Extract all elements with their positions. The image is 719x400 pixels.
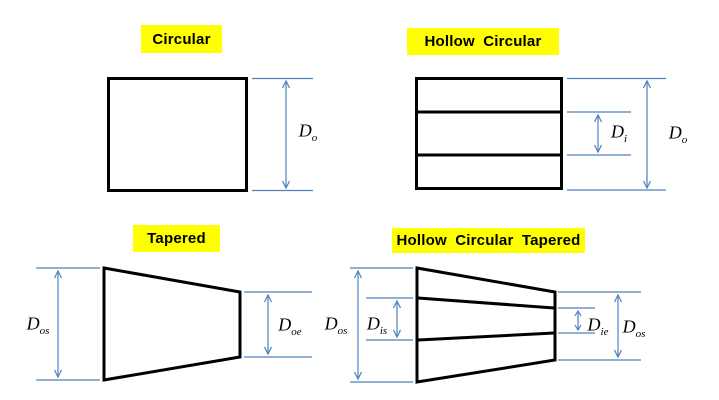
hollow-tapered-end-inner-dimension (558, 307, 595, 334)
tapered-end-dim-label: Doe (278, 314, 302, 339)
hollow-circular-inner-dim-label: Di (610, 121, 628, 146)
hollow-tapered-end-outer-dimension (558, 291, 641, 361)
hollow-circular-section-outline (415, 77, 563, 190)
tapered-end-dimension (244, 291, 312, 358)
tapered-section-outline (102, 266, 242, 382)
hollow-tapered-end-outer-dim-label: Dos (622, 316, 646, 341)
hollow-circular-title: Hollow Circular (407, 28, 559, 55)
hollow-circular-inner-dimension (567, 111, 631, 156)
tapered-start-dimension (36, 267, 100, 381)
hollow-tapered-start-inner-dim-label: Dis (366, 313, 388, 338)
hollow-tapered-end-inner-dim-label: Die (587, 314, 609, 339)
hollow-tapered-section-outline (415, 266, 557, 384)
circular-outer-dim-label: Do (298, 120, 318, 145)
hollow-tapered-title: Hollow Circular Tapered (392, 228, 585, 253)
hollow-tapered-start-outer-dimension (350, 267, 413, 383)
hollow-circular-outer-dim-label: Do (668, 122, 688, 147)
circular-title: Circular (141, 25, 222, 53)
circular-section-outline (107, 77, 248, 192)
tapered-start-dim-label: Dos (26, 313, 50, 338)
hollow-tapered-start-inner-dimension (366, 297, 413, 341)
tapered-title: Tapered (133, 225, 220, 252)
circular-outer-dimension (252, 77, 313, 192)
hollow-tapered-start-outer-dim-label: Dos (324, 313, 348, 338)
hollow-circular-outer-dimension (567, 77, 666, 191)
